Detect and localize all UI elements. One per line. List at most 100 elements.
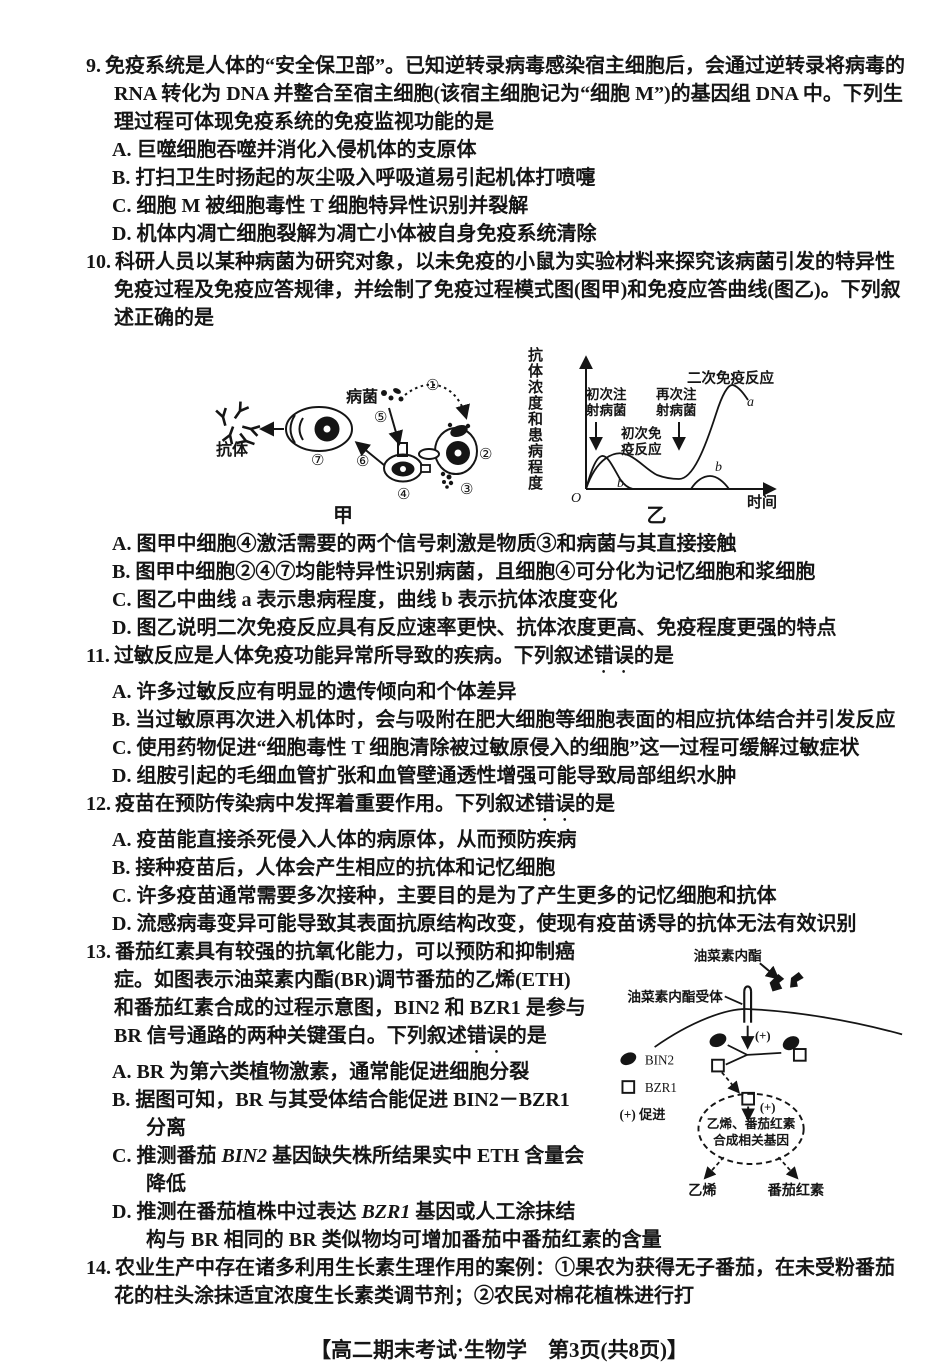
br-signaling-diagram: 油菜素内酯 油菜素内酯受体 (+) bbox=[620, 947, 903, 1199]
brassinolide-molecules-icon bbox=[769, 972, 804, 992]
lycopene-label: 番茄红素 bbox=[767, 1182, 824, 1199]
q10-option-c: C. 图乙中曲线 a 表示患病程度，曲线 b 表示抗体浓度变化 bbox=[112, 589, 618, 611]
receptor-pointer-line bbox=[724, 995, 743, 1005]
secondary-response-label: 二次免疫反应 bbox=[687, 369, 774, 387]
legend-promote-label: (+) 促进 bbox=[620, 1106, 667, 1122]
receptor-label: 油菜素内酯受体 bbox=[627, 988, 723, 1004]
q9-option-a: A. 巨噬细胞吞噬并消化入侵机体的支原体 bbox=[112, 139, 477, 161]
question-12: 12.疫苗在预防传染病中发挥着重要作用。下列叙述错误的是 A. 疫苗能直接杀死侵… bbox=[86, 790, 912, 938]
promote-sign-2: (+) bbox=[760, 1100, 776, 1114]
q10-stem: 10.科研人员以某种病菌为研究对象，以未免疫的小鼠为实验材料来探究该病菌引发的特… bbox=[86, 251, 901, 329]
q9-stem: 9.免疫系统是人体的“安全保卫部”。已知逆转录病毒感染宿主细胞后，会通过逆转录将… bbox=[86, 55, 905, 133]
ethylene-label: 乙烯 bbox=[688, 1182, 716, 1199]
curve-b-label-2: b bbox=[715, 460, 722, 475]
figure-yi: 抗体浓度和患病程度 O 时间 bbox=[524, 338, 789, 526]
question-11: 11.过敏反应是人体免疫功能异常所导致的疾病。下列叙述错误的是 A. 许多过敏反… bbox=[86, 642, 912, 790]
primary-response-label-2: 疫反应 bbox=[621, 441, 662, 457]
num-2: ② bbox=[479, 447, 492, 463]
promote-sign-1: (+) bbox=[755, 1029, 771, 1043]
first-injection-label-1: 初次注 bbox=[586, 386, 627, 402]
question-9: 9.免疫系统是人体的“安全保卫部”。已知逆转录病毒感染宿主细胞后，会通过逆转录将… bbox=[86, 52, 912, 248]
plasma-cell bbox=[285, 406, 353, 452]
bzr1-translocation-arrow bbox=[721, 1071, 741, 1094]
legend-bin2-label: BIN2 bbox=[645, 1053, 674, 1068]
question-13: 油菜素内酯 油菜素内酯受体 (+) bbox=[86, 938, 912, 1254]
differentiation-arrow bbox=[354, 441, 385, 466]
x-axis-label: 时间 bbox=[747, 493, 777, 510]
num-5: ⑤ bbox=[374, 410, 387, 426]
genes-label-1: 乙烯、番茄红素 bbox=[707, 1116, 796, 1131]
q10-number: 10. bbox=[86, 251, 111, 273]
q13-stem: 13.番茄红素具有较强的抗氧化能力，可以预防和抑制癌症。如图表示油菜素内酯(BR… bbox=[86, 941, 586, 1047]
ethylene-arrow bbox=[703, 1156, 725, 1180]
q11-stem: 11.过敏反应是人体免疫功能异常所导致的疾病。下列叙述错误的是 bbox=[86, 645, 674, 667]
q10-option-a: A. 图甲中细胞④激活需要的两个信号刺激是物质③和病菌与其直接接触 bbox=[112, 533, 737, 555]
gene-name: BZR1 bbox=[361, 1201, 411, 1223]
membrane-receptor-icon bbox=[743, 985, 753, 1023]
q14-stem: 14.农业生产中存在诸多利用生长素生理作用的案例：①果农为获得无子番茄，在未受粉… bbox=[86, 1257, 895, 1307]
figure-jia-caption: 甲 bbox=[333, 505, 353, 527]
gene-name: BIN2 bbox=[221, 1145, 268, 1167]
bacteria-label: 病菌 bbox=[346, 387, 378, 406]
legend-bin2-icon bbox=[620, 1052, 637, 1066]
cell-contact-icon bbox=[418, 448, 440, 460]
q13-option-d: D. 推测在番茄植株中过表达 BZR1 基因或人工涂抹结构与 BR 相同的 BR… bbox=[112, 1201, 662, 1251]
bin2-bzr1-complex bbox=[709, 1033, 807, 1073]
q11-number: 11. bbox=[86, 645, 110, 667]
immune-process-diagram: 抗体 ⑦ 病菌 bbox=[214, 378, 492, 503]
q9-option-c: C. 细胞 M 被细胞毒性 T 细胞特异性识别并裂解 bbox=[112, 195, 529, 217]
first-injection-label-2: 射病菌 bbox=[585, 402, 627, 418]
primary-response-label-1: 初次免 bbox=[621, 425, 662, 441]
lycopene-arrow bbox=[777, 1156, 799, 1180]
num-3: ③ bbox=[460, 482, 473, 498]
q10-figures: 抗体 ⑦ 病菌 bbox=[178, 338, 912, 526]
immune-response-chart: O 时间 a b b 初次注 射病菌 初次免 疫反应 bbox=[571, 355, 777, 510]
q13-option-b: B. 据图可知，BR 与其受体结合能促进 BIN2－BZR1 分离 bbox=[112, 1089, 570, 1139]
bin2-icon bbox=[709, 1033, 727, 1048]
antigen-fragments-icon bbox=[440, 471, 454, 489]
emphasized-word: 错误 bbox=[593, 645, 634, 667]
b-cell bbox=[383, 442, 431, 483]
q9-option-b: B. 打扫卫生时扬起的灰尘吸入呼吸道易引起机体打喷嚏 bbox=[112, 167, 596, 189]
curve-b-label-1: b bbox=[617, 476, 624, 491]
antibody-label: 抗体 bbox=[216, 440, 249, 459]
q12-option-d: D. 流感病毒变异可能导致其表面抗原结构改变，使现有疫苗诱导的抗体无法有效识别 bbox=[112, 913, 857, 935]
q13-option-c: C. 推测番茄 BIN2 基因缺失株所结果实中 ETH 含量会降低 bbox=[112, 1145, 585, 1195]
cell-membrane bbox=[654, 1008, 903, 1048]
question-10: 10.科研人员以某种病菌为研究对象，以未免疫的小鼠为实验材料来探究该病菌引发的特… bbox=[86, 248, 912, 642]
num-4: ④ bbox=[397, 487, 410, 503]
y-axis-label: 抗体浓度和患病程度 bbox=[526, 347, 542, 491]
gene-group-ellipse bbox=[697, 1092, 805, 1165]
q12-stem: 12.疫苗在预防传染病中发挥着重要作用。下列叙述错误的是 bbox=[86, 793, 615, 815]
brassinolide-arrow bbox=[759, 962, 780, 980]
q11-option-c: C. 使用药物促进“细胞毒性 T 细胞清除被过敏原侵入的细胞”这一过程可缓解过敏… bbox=[112, 737, 860, 759]
legend-bzr1-label: BZR1 bbox=[645, 1080, 677, 1095]
num-1: ① bbox=[426, 378, 439, 394]
bzr1-icon bbox=[792, 1048, 807, 1062]
figure-jia: 抗体 ⑦ 病菌 bbox=[178, 353, 508, 526]
legend-bzr1-icon bbox=[621, 1080, 636, 1094]
origin-label: O bbox=[571, 491, 581, 506]
q12-number: 12. bbox=[86, 793, 111, 815]
page-footer: 【高二期末考试·生物学 第3页(共8页)】 bbox=[310, 1338, 688, 1362]
genes-label-2: 合成相关基因 bbox=[712, 1132, 789, 1147]
q13-number: 13. bbox=[86, 941, 111, 963]
curve-a bbox=[585, 384, 749, 490]
q13-option-a: A. BR 为第六类植物激素，通常能促进细胞分裂 bbox=[112, 1061, 530, 1083]
bacteria-icon bbox=[381, 388, 404, 402]
emphasized-word: 错误 bbox=[535, 793, 575, 815]
q14-number: 14. bbox=[86, 1257, 111, 1279]
bzr1-icon bbox=[711, 1058, 725, 1073]
bin2-icon bbox=[782, 1036, 800, 1051]
second-injection-label-2: 射病菌 bbox=[655, 402, 697, 418]
q9-number: 9. bbox=[86, 55, 101, 77]
q12-option-b: B. 接种疫苗后，人体会产生相应的抗体和记忆细胞 bbox=[112, 857, 556, 879]
q11-option-d: D. 组胺引起的毛细血管扩张和血管壁通透性增强可能导致局部组织水肿 bbox=[112, 765, 737, 787]
bzr1-icon bbox=[741, 1091, 755, 1106]
q12-option-c: C. 许多疫苗通常需要多次接种，主要目的是为了产生更多的记忆细胞和抗体 bbox=[112, 885, 777, 907]
curve-a-label: a bbox=[747, 395, 754, 410]
emphasized-word: 错误 bbox=[466, 1025, 507, 1047]
q11-option-a: A. 许多过敏反应有明显的遗传倾向和个体差异 bbox=[112, 681, 517, 703]
br-pathway-figure: 油菜素内酯 油菜素内酯受体 (+) bbox=[598, 936, 912, 1206]
